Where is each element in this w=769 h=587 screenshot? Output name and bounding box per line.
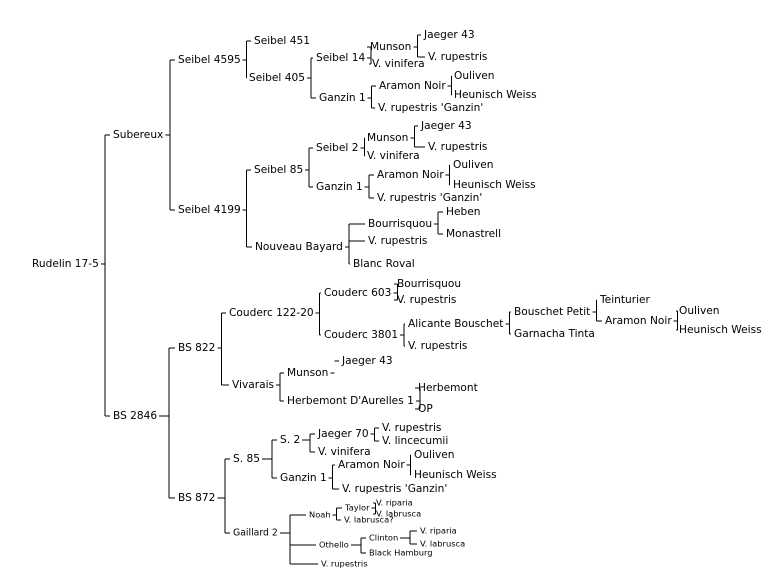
node-heunisch-weiss: Heunisch Weiss	[453, 179, 536, 191]
node-v-rupestris: V. rupestris	[382, 422, 441, 434]
node-ouliven: Ouliven	[453, 159, 493, 171]
node-herbemont-d-aurelles-1: Herbemont D'Aurelles 1	[287, 395, 414, 407]
node-gaillard-2: Gaillard 2	[233, 528, 278, 539]
node-ganzin-1: Ganzin 1	[280, 472, 327, 484]
node-heunisch-weiss: Heunisch Weiss	[454, 89, 537, 101]
node-heunisch-weiss: Heunisch Weiss	[414, 469, 497, 481]
node-ouliven: Ouliven	[679, 305, 719, 317]
node-bourrisquou: Bourrisquou	[397, 278, 461, 290]
node-othello: Othello	[319, 540, 349, 550]
node-munson: Munson	[287, 367, 328, 379]
node-heunisch-weiss: Heunisch Weiss	[679, 324, 762, 336]
node-aramon-noir: Aramon Noir	[605, 315, 672, 327]
node-couderc-603: Couderc 603	[324, 287, 391, 299]
node-seibel-405: Seibel 405	[249, 72, 305, 84]
node-munson: Munson	[370, 41, 411, 53]
node-ganzin-1: Ganzin 1	[316, 181, 363, 193]
node-aramon-noir: Aramon Noir	[379, 80, 446, 92]
node-alicante-bouschet: Alicante Bouschet	[408, 318, 503, 330]
node-jaeger-43: Jaeger 43	[423, 29, 475, 41]
node-garnacha-tinta: Garnacha Tinta	[514, 328, 595, 340]
node-teinturier: Teinturier	[599, 294, 651, 306]
node-blanc-roval: Blanc Roval	[353, 258, 415, 270]
node-v-rupestris-ganzin: V. rupestris 'Ganzin'	[377, 192, 482, 204]
node-v-rupestris: V. rupestris	[428, 141, 487, 153]
node-bs-2846: BS 2846	[113, 410, 157, 422]
node-v-rupestris: V. rupestris	[428, 51, 487, 63]
node-ganzin-1: Ganzin 1	[319, 92, 366, 104]
node-clinton: Clinton	[369, 533, 398, 543]
node-v-riparia: V. riparia	[420, 526, 457, 536]
node-rudelin-17-5: Rudelin 17-5	[32, 258, 99, 270]
node-taylor: Taylor	[344, 503, 370, 513]
node-jaeger-43: Jaeger 43	[341, 355, 393, 367]
node-v-lincecumii: V. lincecumii	[382, 435, 448, 447]
node-v-rupestris: V. rupestris	[408, 340, 467, 352]
node-bouschet-petit: Bouschet Petit	[514, 306, 590, 318]
node-v-vinifera: V. vinifera	[367, 150, 420, 162]
node-subereux: Subereux	[113, 129, 163, 141]
node-seibel-451: Seibel 451	[254, 35, 310, 47]
node-ouliven: Ouliven	[414, 449, 454, 461]
node-s-85: S. 85	[233, 453, 260, 465]
node-black-hamburg: Black Hamburg	[369, 548, 433, 558]
node-seibel-4199: Seibel 4199	[178, 204, 241, 216]
node-s-2: S. 2	[280, 434, 300, 446]
node-seibel-4595: Seibel 4595	[178, 54, 241, 66]
node-v-rupestris: V. rupestris	[397, 294, 456, 306]
node-bs-822: BS 822	[178, 342, 215, 354]
node-heben: Heben	[446, 206, 480, 218]
node-v-labrusca: V. labrusca?	[344, 515, 394, 525]
node-couderc-122-20: Couderc 122-20	[229, 307, 314, 319]
node-nouveau-bayard: Nouveau Bayard	[255, 241, 343, 253]
node-bs-872: BS 872	[178, 492, 215, 504]
node-v-rupestris-ganzin: V. rupestris 'Ganzin'	[342, 483, 447, 495]
node-v-rupestris: V. rupestris	[321, 559, 368, 569]
node-herbemont: Herbemont	[418, 382, 478, 394]
node-vivarais: Vivarais	[232, 379, 274, 391]
node-v-vinifera: V. vinifera	[372, 58, 425, 70]
node-jaeger-43: Jaeger 43	[420, 120, 472, 132]
node-jaeger-70: Jaeger 70	[317, 428, 369, 440]
node-seibel-14: Seibel 14	[316, 52, 365, 64]
node-munson: Munson	[367, 132, 408, 144]
node-v-rupestris-ganzin: V. rupestris 'Ganzin'	[378, 102, 483, 114]
node-op: OP	[418, 403, 433, 415]
node-ouliven: Ouliven	[454, 70, 494, 82]
node-v-riparia: V. riparia	[376, 498, 413, 508]
node-aramon-noir: Aramon Noir	[338, 459, 405, 471]
node-seibel-2: Seibel 2	[316, 142, 358, 154]
node-v-rupestris: V. rupestris	[368, 235, 427, 247]
node-seibel-85: Seibel 85	[254, 164, 303, 176]
node-aramon-noir: Aramon Noir	[377, 169, 444, 181]
node-noah: Noah	[309, 510, 331, 520]
node-v-vinifera: V. vinifera	[318, 446, 371, 458]
node-couderc-3801: Couderc 3801	[324, 329, 398, 341]
node-v-labrusca: V. labrusca	[376, 509, 421, 519]
node-v-labrusca: V. labrusca	[420, 539, 465, 549]
node-bourrisquou: Bourrisquou	[368, 218, 432, 230]
node-monastrell: Monastrell	[446, 228, 501, 240]
